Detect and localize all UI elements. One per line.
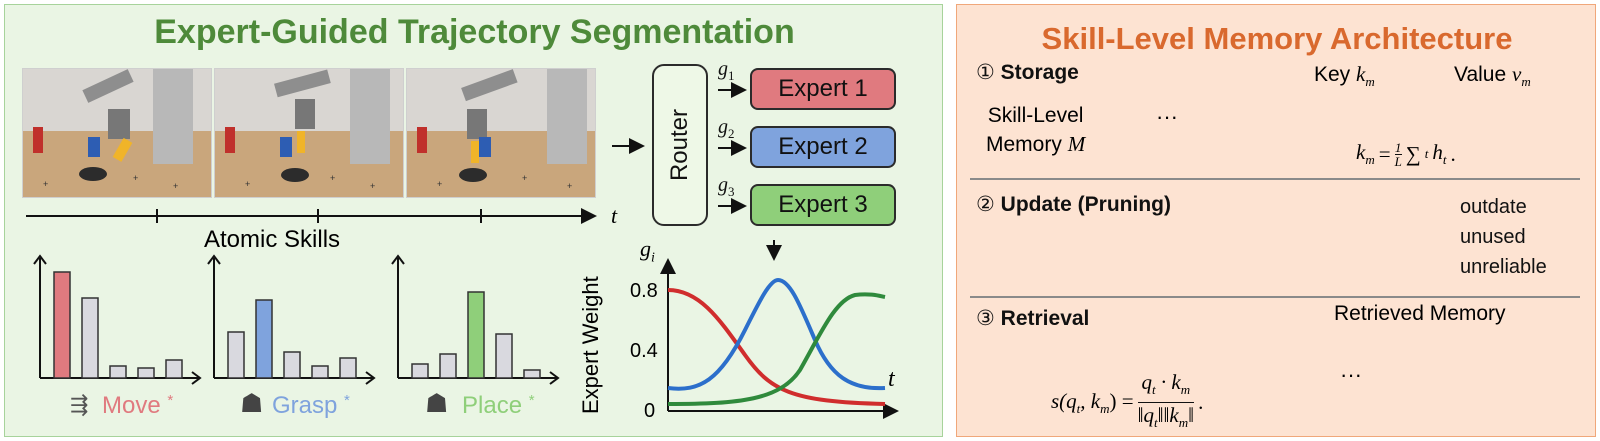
- atomic-skills-caption: Atomic Skills: [204, 226, 341, 253]
- svg-text:+: +: [43, 179, 48, 189]
- svg-text:+: +: [330, 173, 335, 183]
- robot-scene-3: + + +: [407, 69, 595, 197]
- robot-scene-2: + + +: [215, 69, 403, 197]
- skill-bar: [523, 369, 541, 379]
- tick-0-4: 0.4: [630, 340, 658, 362]
- svg-text:+: +: [567, 181, 572, 191]
- skill-label-grasp: Grasp *: [272, 392, 350, 419]
- skill-bar: [81, 297, 99, 379]
- svg-text:+: +: [437, 179, 442, 189]
- skill-bar: [227, 331, 245, 379]
- key-label: Key km: [1314, 62, 1375, 90]
- robot-photo-grasp: + + +: [214, 68, 404, 198]
- router-box: Router: [652, 64, 708, 226]
- expert2-curve: [667, 277, 886, 391]
- svg-text:+: +: [173, 181, 178, 191]
- grasp-robot-icon: ☗: [240, 388, 264, 418]
- similarity-formula: s(qt, km) = qt · km ‖qt‖‖km‖ .: [1051, 370, 1203, 435]
- svg-text:+: +: [522, 173, 527, 183]
- skill-chart-axes: [33, 254, 202, 385]
- robot-photo-place: + + +: [406, 68, 596, 198]
- right-title: Skill-Level Memory Architecture: [1041, 21, 1513, 56]
- svg-text:+: +: [370, 181, 375, 191]
- expert-1-box: Expert 1: [750, 68, 896, 110]
- skill-bar: [311, 365, 329, 379]
- retrieval-heading: ③ Retrieval: [976, 307, 1090, 330]
- weight-y-label: Expert Weight: [578, 276, 603, 414]
- reason-outdate: outdate: [1460, 196, 1527, 218]
- skill-bar-charts: [33, 254, 560, 385]
- skill-bar: [53, 271, 71, 379]
- tick-0: 0: [644, 400, 656, 422]
- robot-photo-move: + + +: [22, 68, 212, 198]
- skill-chart-axes: [391, 254, 560, 385]
- skill-bar: [439, 353, 457, 379]
- gate-label-1: g1: [718, 58, 735, 83]
- robot-scene-1: + + +: [23, 69, 211, 197]
- skill-bar: [109, 365, 127, 379]
- skill-bar: [165, 359, 183, 379]
- retrieved-memory-label: Retrieved Memory: [1334, 302, 1506, 325]
- skill-bar: [467, 291, 485, 379]
- expert3-curve: [667, 292, 886, 406]
- skill-bar: [495, 333, 513, 379]
- skill-chart-axes: [207, 254, 376, 385]
- reason-unreliable: unreliable: [1460, 256, 1547, 278]
- gate-label-2: g2: [718, 116, 735, 141]
- expert-weight-chart: [660, 258, 899, 419]
- skill-bar: [339, 357, 357, 379]
- right-panel: Skill-Level Memory Architecture: [956, 4, 1596, 437]
- timeline-axis-label: t: [611, 203, 618, 228]
- key-formula: km = 1 L ∑t ht .: [1356, 139, 1456, 169]
- left-title: Expert-Guided Trajectory Segmentation: [154, 13, 795, 51]
- place-robot-icon: ☗: [425, 388, 449, 418]
- svg-text:+: +: [245, 179, 250, 189]
- expert1-curve: [667, 288, 886, 406]
- skill-label-place: Place *: [462, 392, 535, 419]
- skill-bar: [411, 363, 429, 379]
- svg-text:+: +: [133, 173, 138, 183]
- section-divider-1: [970, 178, 1580, 180]
- gate-label-3: g3: [718, 174, 735, 199]
- skill-label-move: Move *: [102, 392, 174, 419]
- skill-bar: [255, 299, 273, 379]
- skill-bar: [283, 351, 301, 379]
- section-divider-2: [970, 296, 1580, 298]
- expert-2-box: Expert 2: [750, 126, 896, 168]
- expert-3-box: Expert 3: [750, 184, 896, 226]
- skill-bar: [137, 367, 155, 379]
- storage-heading: ① Storage: [976, 61, 1079, 84]
- update-heading: ② Update (Pruning): [976, 193, 1171, 216]
- gi-symbol: gi: [640, 236, 655, 266]
- move-icon: ⇶: [70, 392, 89, 417]
- tick-0-8: 0.8: [630, 280, 658, 302]
- weight-x-label: t: [888, 366, 895, 392]
- retrieval-ellipsis: ···: [1340, 362, 1362, 387]
- reason-unused: unused: [1460, 226, 1526, 248]
- value-label: Value vm: [1454, 62, 1531, 90]
- storage-ellipsis: ···: [1156, 104, 1178, 129]
- router-label: Router: [666, 108, 693, 182]
